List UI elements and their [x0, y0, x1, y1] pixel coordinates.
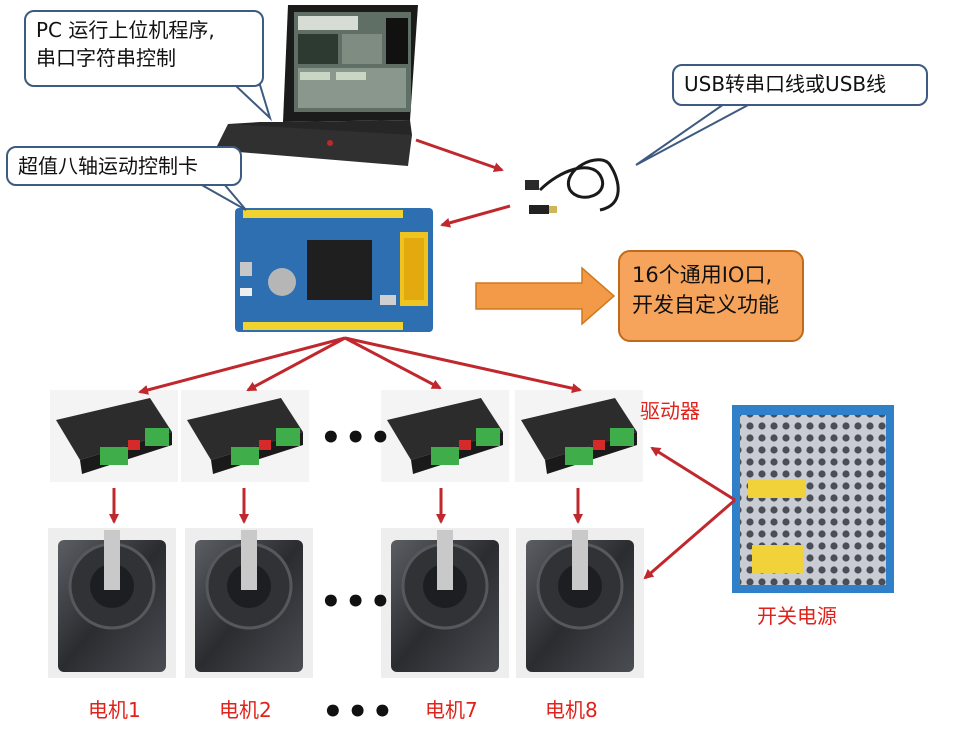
arrow-cable-to-card	[440, 204, 511, 228]
driver-1-image	[50, 390, 178, 482]
arrow-card-to-driver-2	[246, 336, 346, 392]
arrow-pc-to-cable	[415, 138, 504, 173]
ellipsis-drivers: •••	[320, 418, 395, 458]
arrow-card-to-driver-7	[344, 336, 442, 390]
io-description-box: 16个通用IO口, 开发自定义功能	[618, 250, 804, 342]
driver-label: 驱动器	[640, 399, 700, 423]
arrow-card-to-driver-1	[138, 336, 346, 395]
arrow-card-to-driver-8	[344, 336, 582, 394]
ellipsis-labels: •••	[322, 692, 397, 732]
callout-card: 超值八轴运动控制卡	[6, 146, 242, 186]
callout-pc: PC 运行上位机程序, 串口字符串控制	[24, 10, 264, 87]
driver-8-image	[515, 390, 643, 482]
driver-2-image	[181, 390, 309, 482]
power-supply-image	[732, 405, 894, 593]
callout-usb-tail	[635, 103, 751, 166]
motor-8-image	[516, 528, 644, 678]
arrow-power-to-motor-8	[643, 498, 736, 580]
ellipsis-motors: •••	[320, 582, 395, 622]
driver-7-image	[381, 390, 509, 482]
motor-2-label: 电机2	[219, 698, 272, 722]
motor-2-image	[185, 528, 313, 678]
callout-usb: USB转串口线或USB线	[672, 64, 928, 106]
laptop-image	[215, 5, 418, 166]
motor-7-image	[381, 528, 509, 678]
motor-8-label: 电机8	[545, 698, 598, 722]
arrow-power-to-driver-8	[650, 446, 736, 502]
callout-pc-tail	[232, 84, 273, 122]
motor-1-label: 电机1	[88, 698, 141, 722]
motor-7-label: 电机7	[425, 698, 478, 722]
motor-1-image	[48, 528, 176, 678]
power-supply-label: 开关电源	[757, 604, 837, 628]
callout-card-tail	[196, 183, 247, 211]
usb-cable-image	[525, 158, 620, 214]
arrows	[109, 138, 736, 580]
io-big-arrow	[475, 266, 616, 326]
control-card-image	[235, 208, 433, 332]
